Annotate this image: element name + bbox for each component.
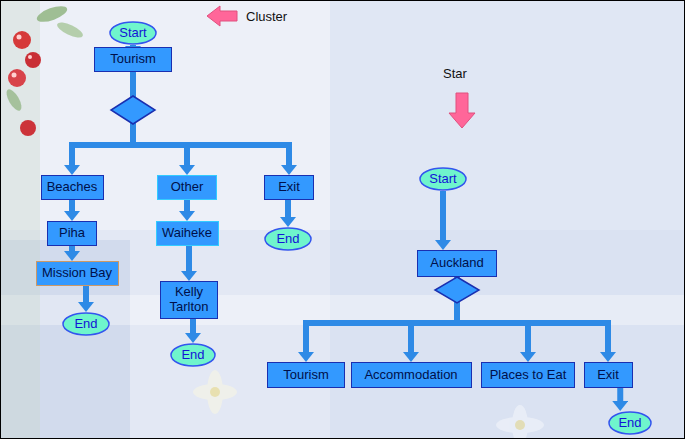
leaf: [35, 3, 69, 25]
process-box: Exit: [264, 175, 314, 200]
flow-arrow: [130, 45, 136, 46]
berry-highlight: [28, 55, 32, 59]
node-text: Places to Eat: [490, 368, 567, 383]
process-box: Mission Bay: [36, 261, 119, 286]
node-text: Tourism: [283, 368, 329, 383]
node-text: Accommodation: [364, 368, 457, 383]
flow-arrow: [190, 319, 196, 333]
flow-arrow: [440, 191, 446, 240]
terminator-ellipse: Start: [109, 21, 157, 45]
flow-arrow: [133, 72, 289, 165]
decision-diamond: [435, 277, 479, 303]
flow-arrow: [617, 388, 623, 401]
pointer-arrow: [449, 93, 475, 128]
decision-diamond: [111, 96, 155, 124]
flow-arrow: [457, 277, 608, 352]
berry: [20, 120, 36, 136]
flow-arrow: [186, 246, 192, 271]
leaf: [55, 20, 85, 41]
flow-arrow: [69, 200, 75, 211]
process-box: Accommodation: [351, 362, 472, 388]
process-box: Tourism: [94, 47, 172, 72]
node-text: Waiheke: [162, 226, 212, 241]
terminator-ellipse: End: [170, 343, 216, 367]
flow-arrow: [306, 277, 457, 352]
berry: [25, 52, 41, 68]
flower: [496, 405, 544, 439]
process-box: Beaches: [41, 175, 104, 200]
process-box: Piha: [47, 221, 97, 246]
terminator-ellipse: Start: [419, 167, 467, 191]
node-text: Piha: [59, 226, 85, 241]
background-strip: [0, 0, 40, 439]
process-box: Auckland: [417, 250, 497, 277]
node-text: Tourism: [110, 52, 156, 67]
terminator-ellipse: End: [608, 411, 652, 435]
node-text: End: [276, 232, 299, 247]
terminator-ellipse: End: [62, 312, 110, 336]
berry-highlight: [12, 73, 17, 78]
background-panel: [330, 0, 685, 439]
process-box: Places to Eat: [481, 362, 575, 388]
node-text: Mission Bay: [42, 266, 112, 281]
pointer-label: Cluster: [246, 9, 287, 24]
berry: [13, 31, 31, 49]
node-text: End: [74, 317, 97, 332]
process-box: Exit: [584, 362, 633, 388]
node-text: Exit: [597, 368, 619, 383]
node-text: End: [618, 416, 641, 431]
node-text: Start: [429, 172, 456, 187]
berry-highlight: [17, 35, 22, 40]
flower: [193, 370, 237, 414]
pointer-label: Star: [443, 66, 467, 81]
process-box: Kelly Tarlton: [160, 281, 218, 319]
flow-arrow: [184, 200, 190, 211]
flow-arrow: [285, 200, 291, 217]
leaf: [4, 87, 25, 113]
node-text: Beaches: [47, 180, 98, 195]
flow-arrow: [69, 246, 75, 251]
process-box: Other: [157, 175, 217, 200]
node-text: End: [181, 348, 204, 363]
pointer-arrow: [207, 6, 237, 26]
node-text: Start: [119, 26, 146, 41]
berry: [8, 69, 26, 87]
process-box: Tourism: [267, 362, 345, 388]
node-text: Other: [171, 180, 204, 195]
node-text: Kelly Tarlton: [166, 285, 212, 315]
node-text: Auckland: [430, 256, 483, 271]
terminator-ellipse: End: [264, 227, 312, 251]
node-text: Exit: [278, 180, 300, 195]
flow-arrow: [83, 286, 89, 302]
process-box: Waiheke: [156, 221, 219, 246]
